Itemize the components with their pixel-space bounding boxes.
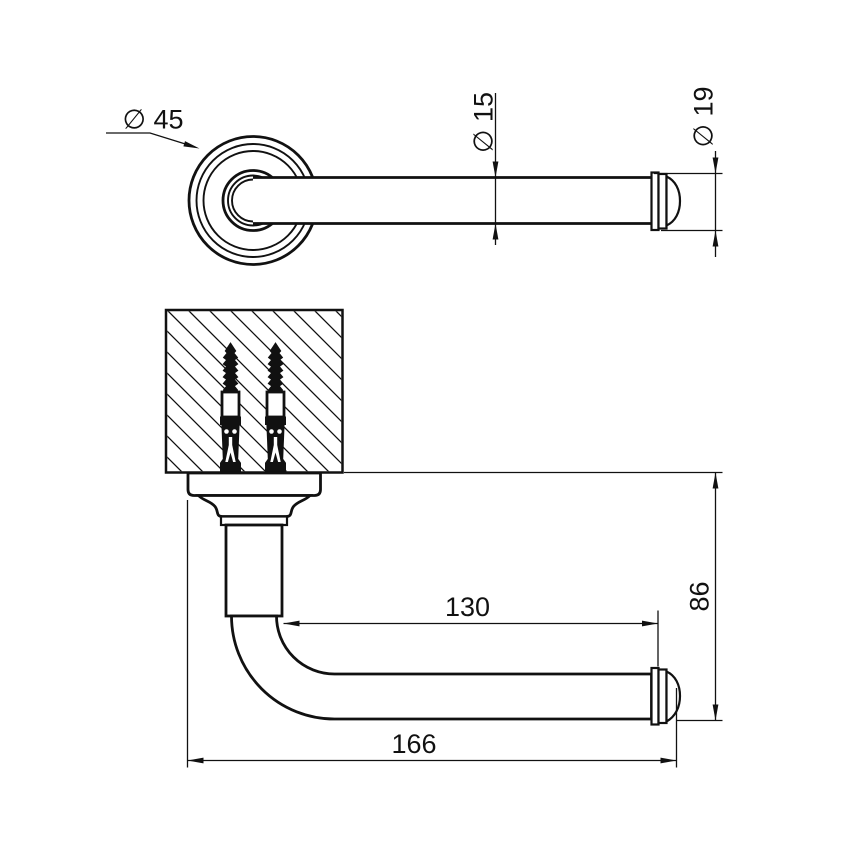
dimension-label-166: 166: [391, 729, 436, 759]
screw-left: [220, 342, 241, 473]
dim-overall-length: 166: [186, 500, 678, 768]
screw-thread: [267, 342, 284, 393]
screw-shank: [265, 390, 286, 419]
dimension-label-130: 130: [445, 592, 490, 622]
top-view: ∅ 45 ∅ 15 ∅ 19: [106, 86, 723, 266]
dim-bar-diameter: ∅ 15: [469, 92, 499, 245]
bent-arm-tube: [230, 614, 653, 721]
leader-arrow: [183, 141, 200, 149]
screw-thread: [222, 342, 239, 393]
end-cap-front-view: [650, 666, 682, 726]
dimension-label-15: ∅ 15: [469, 92, 499, 153]
screw-shank: [220, 390, 241, 419]
end-cap-top-view: [650, 171, 682, 232]
dim-drop-height: 86: [344, 471, 723, 722]
dimension-label-86: 86: [685, 581, 715, 611]
dimension-label-45: ∅ 45: [122, 105, 183, 135]
front-view: 130 86 166: [164, 308, 723, 768]
flange-bell: [195, 494, 314, 518]
dim-rose-diameter: ∅ 45: [106, 105, 200, 149]
bar-top-view: [253, 176, 652, 225]
dimension-label-19: ∅ 19: [689, 86, 719, 147]
flange-profile: [186, 471, 322, 618]
dim-arm-inner-length: 130: [283, 592, 659, 667]
post-sleeve: [224, 523, 284, 618]
flange-plate: [186, 471, 322, 497]
dim-endcap-diameter: ∅ 19: [654, 86, 723, 257]
